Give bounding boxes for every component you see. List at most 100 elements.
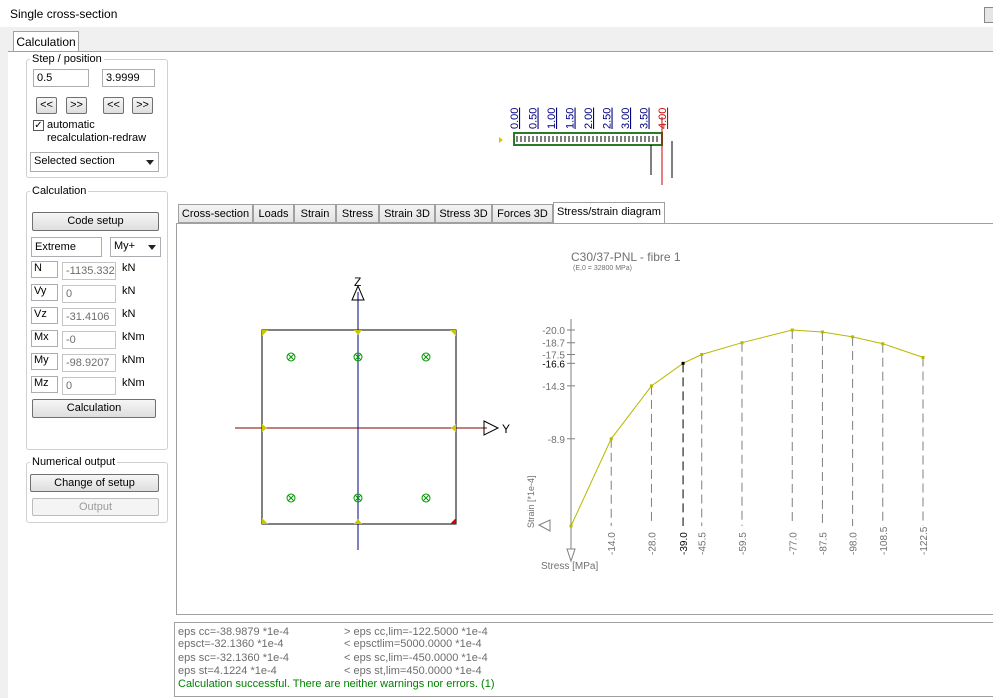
curve-point [569, 524, 573, 528]
z-axis-arrow-icon [351, 284, 365, 301]
close-button[interactable] [984, 7, 993, 23]
output-button: Output [32, 498, 159, 516]
stress-strain-chart[interactable]: C30/37-PNL - fibre 1 (E,0 = 32800 MPa) S… [520, 243, 940, 575]
stress-tick-label: -108.5 [879, 526, 890, 555]
force-symbol-mx: Mx [31, 330, 58, 347]
auto-recalc-checkbox[interactable]: ✓ [33, 120, 44, 131]
rebar-icon [286, 352, 296, 362]
tab-stress-strain-diagram[interactable]: Stress/strain diagram [553, 202, 665, 224]
tab-stress[interactable]: Stress [336, 204, 379, 223]
rebar-icon [421, 493, 431, 503]
calculation-group: Calculation [26, 185, 168, 450]
code-setup-button[interactable]: Code setup [32, 212, 159, 231]
stress-arrow-icon [566, 548, 576, 563]
status-message: Calculation successful. There are neithe… [178, 678, 495, 690]
message-panel [174, 622, 993, 697]
section-select[interactable]: Selected section [30, 152, 159, 172]
strain-tick-label: -17.5 [542, 351, 565, 362]
strain-tick-label: -20.0 [542, 326, 565, 337]
z-axis-label: Z [354, 275, 361, 289]
force-value-vz: -31.4106 [62, 308, 116, 326]
stress-tick-label: -14.0 [607, 532, 618, 555]
stress-tick-label: -28.0 [647, 532, 658, 555]
tab-calculation[interactable]: Calculation [13, 31, 79, 52]
support-icon [499, 137, 503, 143]
edge-marker-icon [354, 330, 362, 335]
message-left-1: eps cc=-38.9879 *1e-4 [178, 626, 289, 638]
corner-marker-icon [450, 330, 456, 336]
message-right-2: < epsctlim=5000.0000 *1e-4 [344, 638, 482, 650]
calculate-button[interactable]: Calculation [32, 399, 156, 418]
position-prev-button[interactable]: << [103, 97, 124, 114]
strain-tick-label: -16.6 [542, 359, 565, 370]
rebar-icon [353, 493, 363, 503]
force-value-mx: -0 [62, 331, 116, 349]
force-value-mz: 0 [62, 377, 116, 395]
beam-position-label: 4.00 [657, 108, 669, 129]
cross-section-view[interactable]: Z Y [230, 270, 520, 555]
force-unit-mx: kNm [122, 331, 145, 343]
chart-xlabel: Stress [MPa] [541, 561, 598, 572]
auto-recalc-label-2: recalculation-redraw [47, 132, 147, 144]
force-unit-vz: kN [122, 308, 136, 320]
strain-tick-label: -8.9 [548, 435, 566, 446]
diagram-panel [176, 223, 993, 615]
force-symbol-vy: Vy [31, 284, 58, 301]
curve-point [851, 335, 855, 339]
extreme-select[interactable]: My+ [110, 237, 161, 257]
change-setup-button[interactable]: Change of setup [30, 474, 159, 492]
extreme-select-value: My+ [114, 240, 136, 252]
beam-position-label: 0.00 [509, 108, 521, 129]
corner-marker-icon [262, 518, 268, 524]
curve-point [609, 437, 613, 441]
edge-marker-icon [451, 424, 456, 432]
rebar-icon [286, 493, 296, 503]
tab-forces-3d[interactable]: Forces 3D [492, 204, 553, 223]
highlight-point [681, 361, 685, 365]
chart-title: C30/37-PNL - fibre 1 [571, 250, 681, 264]
strain-tick-label: -18.7 [542, 339, 565, 350]
auto-recalc-label-1: automatic [47, 119, 95, 131]
beam-outline [513, 132, 663, 146]
beam-position-label: 3.50 [639, 108, 651, 129]
edge-marker-icon [354, 519, 362, 524]
position-input[interactable]: 3.9999 [102, 69, 155, 87]
extreme-label: Extreme [31, 237, 102, 257]
tab-loads[interactable]: Loads [253, 204, 294, 223]
position-next-button[interactable]: >> [132, 97, 153, 114]
curve-point [649, 384, 653, 388]
beam-position-label: 0.50 [528, 108, 540, 129]
stress-tick-label: -122.5 [919, 526, 930, 555]
check-icon: ✓ [34, 120, 43, 131]
beam-position-label: 2.00 [583, 108, 595, 129]
force-symbol-my: My [31, 353, 58, 370]
chevron-down-icon [148, 245, 156, 250]
title-bar [0, 0, 993, 27]
force-symbol-vz: Vz [31, 307, 58, 324]
chevron-down-icon [146, 160, 154, 165]
window-title: Single cross-section [10, 7, 118, 21]
force-unit-vy: kN [122, 285, 136, 297]
rebar-icon [421, 352, 431, 362]
step-prev-button[interactable]: << [36, 97, 57, 114]
tab-stress-3d[interactable]: Stress 3D [435, 204, 492, 223]
message-right-4: < eps st,lim=450.0000 *1e-4 [344, 665, 482, 677]
stress-strain-curve [570, 329, 924, 527]
tab-cross-section[interactable]: Cross-section [178, 204, 253, 223]
numerical-output-legend: Numerical output [32, 456, 116, 468]
corner-marker-icon [262, 330, 268, 336]
step-input[interactable]: 0.5 [33, 69, 89, 87]
fibre-marker-icon [450, 518, 456, 524]
force-value-vy: 0 [62, 285, 116, 303]
strain-tick-label: -14.3 [542, 382, 565, 393]
beam-position-label: 3.00 [620, 108, 632, 129]
force-value-n: -1135.332 [62, 262, 116, 280]
tab-strain[interactable]: Strain [294, 204, 336, 223]
force-unit-my: kNm [122, 354, 145, 366]
message-right-1: > eps cc,lim=-122.5000 *1e-4 [344, 626, 488, 638]
tab-strain-3d[interactable]: Strain 3D [379, 204, 435, 223]
stress-tick-label: -45.5 [698, 532, 709, 555]
force-unit-n: kN [122, 262, 136, 274]
step-next-button[interactable]: >> [66, 97, 87, 114]
